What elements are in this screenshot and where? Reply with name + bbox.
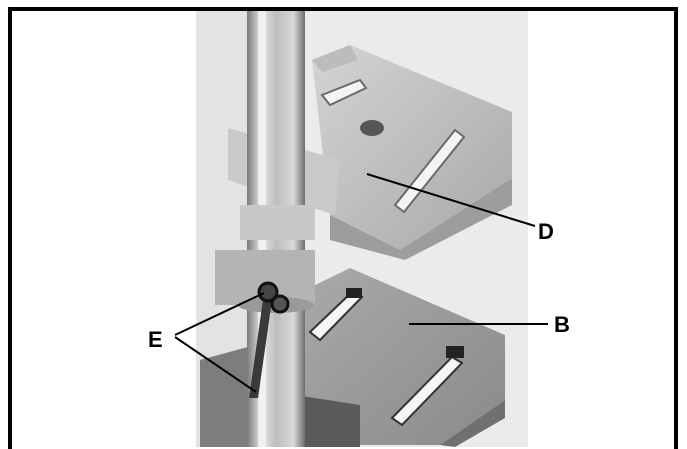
callout-label-e: E [148, 327, 163, 352]
upper-table-center-hole [360, 120, 384, 136]
leader-line-e-lower [174, 336, 257, 393]
upper-work-table [228, 45, 512, 260]
callout-label-b: B [554, 312, 570, 337]
locking-bolt-lower [270, 294, 290, 314]
callout-label-d: D [538, 219, 554, 244]
upper-table-slot-left [320, 78, 368, 107]
upper-table-slot-right [393, 128, 466, 214]
column-collar [240, 205, 315, 240]
base-slot-right [390, 355, 464, 427]
locking-bolt-upper [257, 281, 279, 303]
leader-line-d [366, 173, 536, 227]
leader-line-e-upper [174, 292, 265, 336]
locking-handle [249, 281, 290, 398]
